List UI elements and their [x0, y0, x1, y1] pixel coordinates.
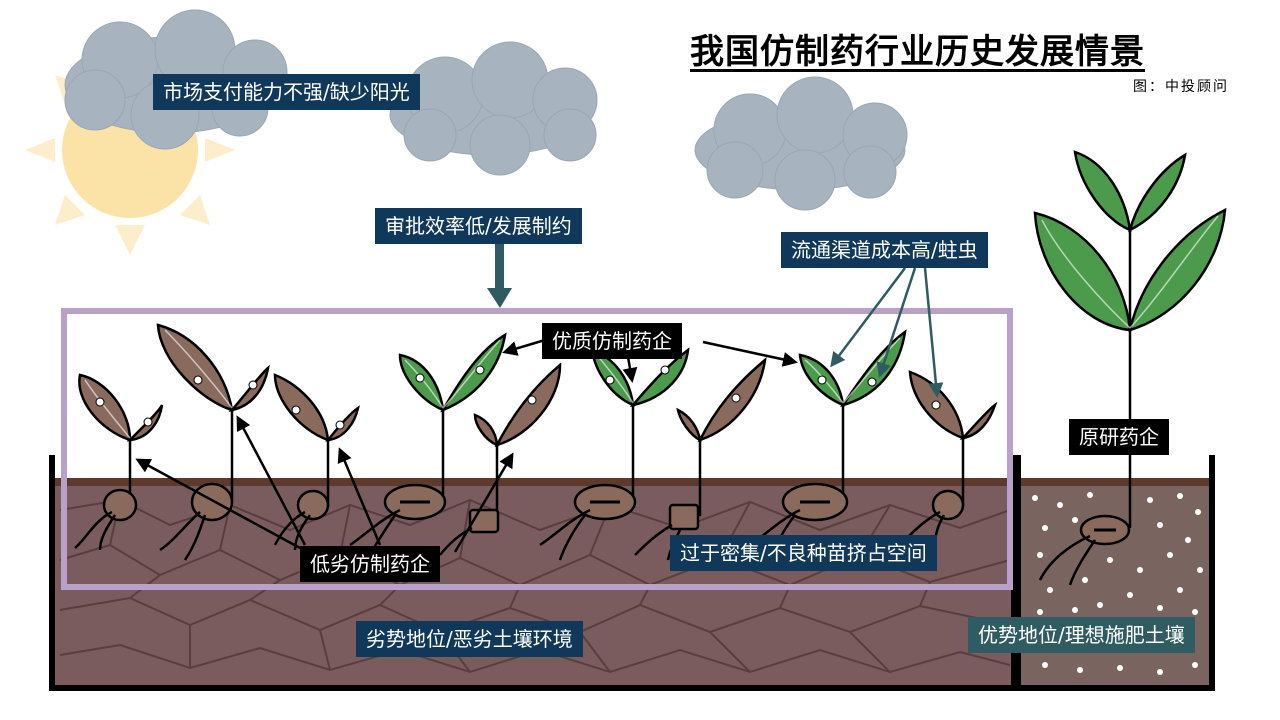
label-inferior-generic: 低劣仿制药企	[300, 546, 440, 582]
label-overcrowded: 过于密集/不良种苗挤占空间	[670, 535, 937, 571]
label-approval: 审批效率低/发展制约	[375, 208, 582, 244]
label-weak-position: 劣势地位/恶劣土壤环境	[356, 621, 583, 657]
generic-pharma-frame	[61, 308, 1013, 590]
label-quality-generic: 优质仿制药企	[542, 323, 682, 359]
label-weak-payment: 市场支付能力不强/缺少阳光	[153, 74, 420, 110]
good-soil-bed	[1015, 455, 1215, 691]
label-original-drug: 原研药企	[1069, 419, 1169, 455]
distribution-arrows	[830, 267, 944, 398]
source-caption: 图：中投顾问	[1133, 79, 1229, 95]
page-title: 我国仿制药行业历史发展情景	[690, 32, 1145, 72]
inferior-arrows	[135, 415, 514, 553]
approval-arrow	[487, 244, 512, 308]
plant-inferior-2	[156, 323, 270, 561]
bug-icons	[95, 365, 941, 430]
label-strong-position: 优势地位/理想施肥土壤	[968, 617, 1195, 653]
quality-arrows	[502, 338, 798, 383]
cloud-right	[694, 76, 908, 211]
cloud-middle	[389, 41, 598, 176]
label-distribution: 流通渠道成本高/蛀虫	[781, 232, 988, 268]
bad-soil-bed	[49, 455, 1017, 691]
